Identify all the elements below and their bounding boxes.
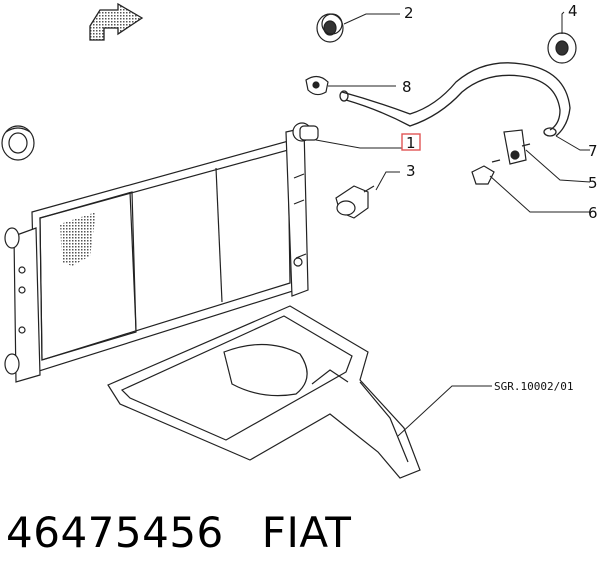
part-caption: 46475456 FIAT	[6, 508, 389, 557]
undertray-shield	[107, 305, 421, 479]
callout-5-label: 5	[588, 174, 598, 192]
callout-7[interactable]: 7	[588, 142, 598, 160]
brand-name: FIAT	[261, 508, 352, 557]
callout-8-label: 8	[402, 78, 412, 96]
callout-3-label: 3	[406, 162, 416, 180]
radiator	[4, 122, 319, 383]
callout-3[interactable]: 3	[406, 162, 416, 180]
grommet-part-2	[316, 13, 344, 43]
coolant-hose-1	[339, 62, 571, 137]
callout-2-label: 2	[404, 4, 414, 22]
hose-clamp-part-8	[305, 75, 329, 96]
fitting-part-5	[503, 129, 531, 165]
callout-6[interactable]: 6	[588, 204, 598, 222]
direction-arrow-icon	[89, 2, 144, 41]
bleed-screw-part-6	[471, 159, 501, 185]
callout-1-label: 1	[406, 134, 416, 152]
reference-code: SGR.10002/01	[494, 380, 573, 393]
sensor-part-3	[335, 185, 375, 219]
callout-4[interactable]: 4	[568, 2, 578, 20]
callout-1[interactable]: 1	[401, 133, 421, 152]
callout-2[interactable]: 2	[404, 4, 414, 22]
callout-8[interactable]: 8	[402, 78, 412, 96]
callout-7-label: 7	[588, 142, 598, 160]
callout-5[interactable]: 5	[588, 174, 598, 192]
callout-6-label: 6	[588, 204, 598, 222]
callout-4-label: 4	[568, 2, 578, 20]
seal-ring-loose	[1, 125, 35, 161]
leader-lines	[315, 11, 591, 437]
part-number: 46475456	[6, 508, 224, 557]
grommet-part-4	[547, 32, 577, 64]
